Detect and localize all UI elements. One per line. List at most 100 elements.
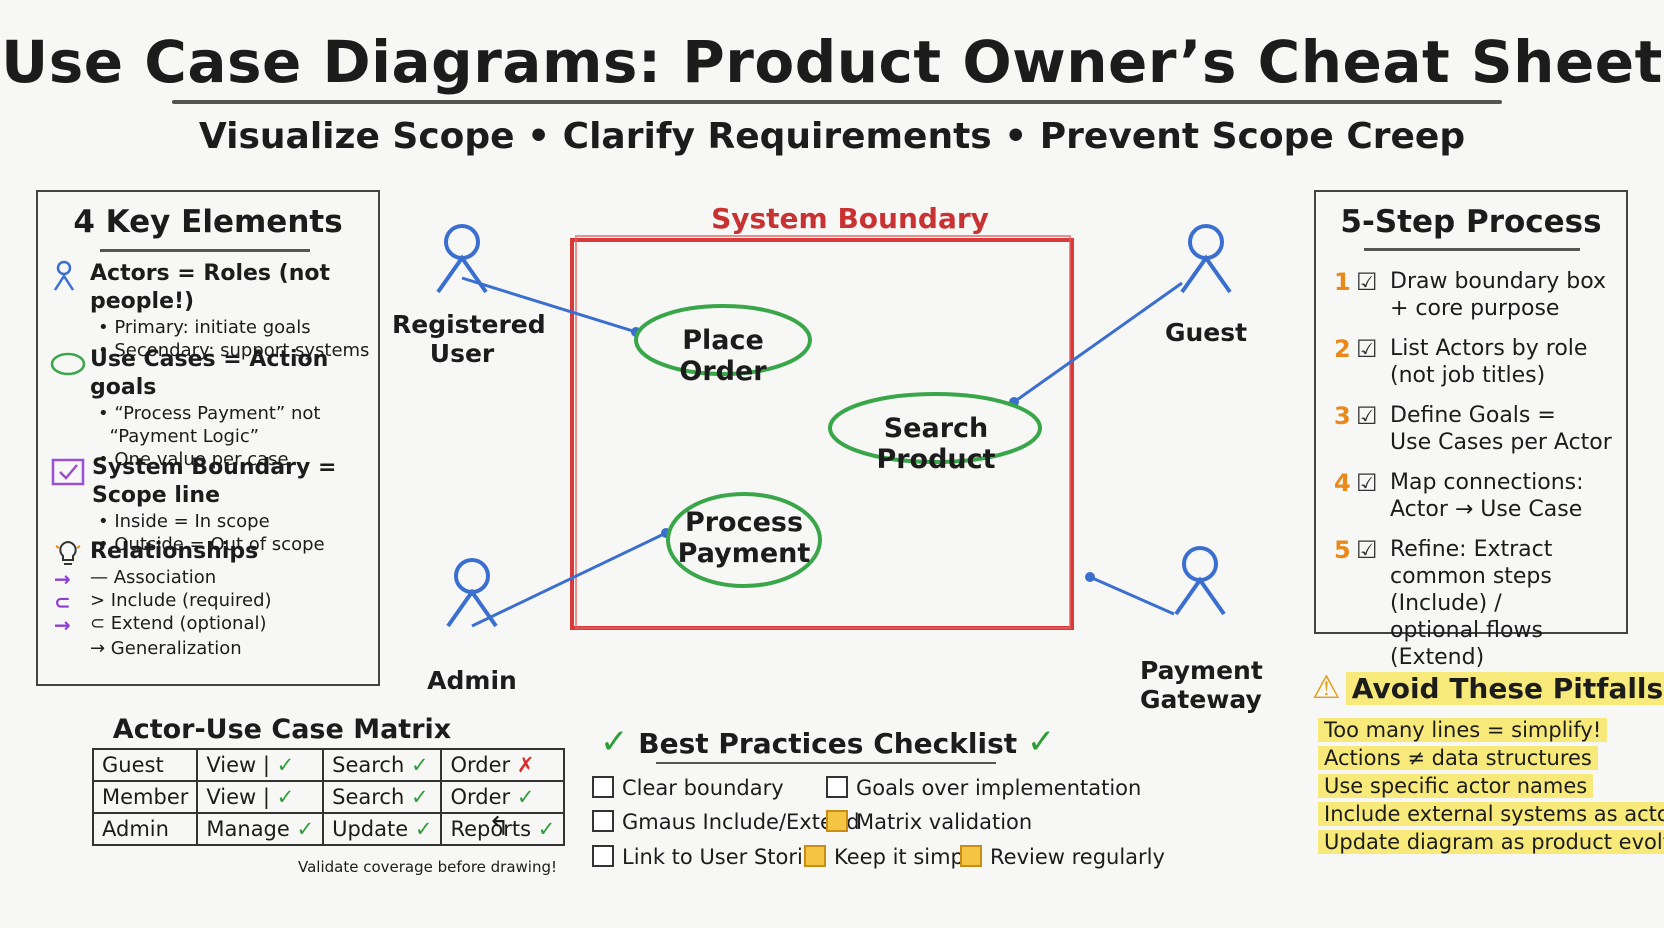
checklist-item[interactable]: Clear boundary — [592, 776, 784, 800]
checkbox-icon: ☑ — [1356, 469, 1378, 497]
checklist-label: Matrix validation — [856, 810, 1033, 834]
actor-icon — [53, 260, 75, 291]
checklist-item[interactable]: Gmaus Include/Extend — [592, 810, 860, 834]
key-elements-underline — [100, 249, 310, 252]
use-case-process-payment-ellipse — [666, 492, 822, 588]
page-title: Use Case Diagrams: Product Owner’s Cheat… — [1, 28, 1663, 96]
use-case-place-order[interactable]: Place Order — [679, 325, 767, 387]
lightbulb-icon — [55, 540, 81, 565]
element-boundary-head: System Boundary = Scope line — [92, 455, 337, 508]
actor-registered-user-icon — [436, 224, 488, 294]
step-text: Refine: Extract common steps (Include) /… — [1390, 537, 1553, 670]
checklist-item[interactable]: Goals over implementation — [826, 776, 1141, 800]
checklist-header: ✓ Best Practices Checklist ✓ — [600, 722, 1055, 762]
matrix-cell: Search — [332, 785, 405, 809]
warning-icon: ⚠ — [1312, 668, 1341, 706]
step-text: Define Goals = Use Cases per Actor — [1390, 403, 1612, 455]
matrix-cell: Reports — [450, 817, 532, 841]
checkbox[interactable] — [592, 845, 614, 867]
table-row: Member View | ✓ Search ✓ Order ✓ — [91, 780, 566, 814]
use-case-place-order-ellipse — [634, 304, 812, 376]
element-use-cases: Use Cases = Action goals • “Process Paym… — [50, 346, 370, 471]
step-text: List Actors by role (not job titles) — [1390, 336, 1588, 388]
checkbox-checked[interactable] — [960, 845, 982, 867]
checklist-label: Goals over implementation — [856, 776, 1142, 800]
checklist-title: Best Practices Checklist — [638, 727, 1018, 760]
check-icon: ✓ — [516, 785, 535, 809]
actor-use-case-matrix: Guest View | ✓ Search ✓ Order ✗ Member V… — [91, 748, 566, 846]
matrix-cell: View | — [206, 785, 270, 809]
association-line — [471, 531, 667, 628]
matrix-actor: Admin — [91, 812, 199, 846]
checkbox-checked[interactable] — [804, 845, 826, 867]
checklist-label: Review regularly — [990, 845, 1165, 869]
matrix-cell: Manage — [206, 817, 290, 841]
pitfalls-header: ⚠ Avoid These Pitfalls — [1312, 668, 1664, 706]
checklist-item[interactable]: Link to User Stories — [592, 845, 827, 869]
check-icon: ✓ — [276, 785, 295, 809]
checklist-label: Clear boundary — [622, 776, 784, 800]
pitfall-item: Update diagram as product evolves — [1318, 830, 1664, 854]
use-case-search-product[interactable]: Search Product — [876, 413, 996, 475]
checkbox-icon: ☑ — [1356, 536, 1378, 564]
association-line — [1013, 281, 1183, 404]
checklist-label: Link to User Stories — [622, 845, 827, 869]
checkbox[interactable] — [592, 776, 614, 798]
relationship-extend: ⊂ Extend (optional) — [90, 613, 267, 634]
page-subtitle: Visualize Scope • Clarify Requirements •… — [198, 116, 1466, 157]
check-icon: ✓ — [410, 785, 429, 809]
matrix-note: Validate coverage before drawing! — [298, 858, 558, 876]
relationship-generalization: → Generalization — [90, 638, 242, 659]
check-icon: ✓ — [1026, 722, 1056, 762]
actor-admin[interactable]: Admin — [427, 666, 517, 695]
matrix-cell: Update — [332, 817, 409, 841]
pitfall-item: Actions ≠ data structures — [1318, 746, 1598, 770]
table-row: Guest View | ✓ Search ✓ Order ✗ — [91, 748, 566, 782]
pitfalls-title: Avoid These Pitfalls — [1345, 672, 1664, 705]
use-case-diagram — [436, 224, 1232, 630]
checkbox-checked[interactable] — [826, 810, 848, 832]
pitfall-item: Include external systems as actors — [1318, 802, 1664, 826]
element-relationships: Relationships → ⊂ → — Association > Incl… — [50, 538, 370, 659]
actor-payment-gateway-icon — [1174, 546, 1226, 616]
relationship-include: > Include (required) — [90, 590, 272, 611]
step-number: 2 — [1334, 335, 1351, 363]
actor-guest-icon — [1180, 224, 1232, 294]
connector-dot — [1085, 572, 1095, 582]
use-case-search-product-ellipse — [828, 392, 1042, 464]
bullet-text: • Outside = Out of scope — [98, 534, 325, 555]
bullet-text: “Payment Logic” — [98, 426, 260, 447]
checklist-item[interactable]: Review regularly — [960, 845, 1165, 869]
matrix-actor: Member — [91, 780, 199, 814]
check-icon: ✓ — [410, 753, 429, 777]
step-text: Map connections: Actor → Use Case — [1390, 470, 1584, 522]
system-boundary-box-sketch — [575, 235, 1071, 629]
curved-arrow-icon: ↰ — [488, 812, 510, 842]
matrix-title: Actor-Use Case Matrix — [112, 714, 452, 745]
checklist-label: Keep it simple — [834, 845, 983, 869]
bullet-text: • Inside = In scope — [98, 511, 270, 532]
element-actors-head: Actors = Roles (not people!) — [90, 261, 331, 314]
matrix-cell: Order — [450, 753, 511, 777]
element-relationships-head: Relationships — [90, 539, 259, 564]
relationship-association: — Association — [90, 567, 217, 588]
system-boundary-label: System Boundary — [711, 202, 989, 235]
checkbox[interactable] — [592, 810, 614, 832]
checkbox-icon: ☑ — [1356, 402, 1378, 430]
checklist-item[interactable]: Matrix validation — [826, 810, 1032, 834]
arrow-icon: → — [54, 613, 71, 637]
pitfall-item: Too many lines = simplify! — [1318, 718, 1608, 742]
subset-icon: ⊂ — [54, 590, 71, 614]
element-use-cases-head: Use Cases = Action goals — [90, 347, 329, 400]
step-text: Draw boundary box + core purpose — [1390, 269, 1607, 321]
element-actors: Actors = Roles (not people!) • Primary: … — [50, 260, 370, 362]
checkbox[interactable] — [826, 776, 848, 798]
actor-guest[interactable]: Guest — [1164, 318, 1248, 347]
checkbox-icon: ☑ — [1356, 335, 1378, 363]
check-icon: ✓ — [414, 817, 433, 841]
bullet-text: • “Process Payment” not — [98, 403, 321, 424]
checklist-item[interactable]: Keep it simple — [804, 845, 983, 869]
